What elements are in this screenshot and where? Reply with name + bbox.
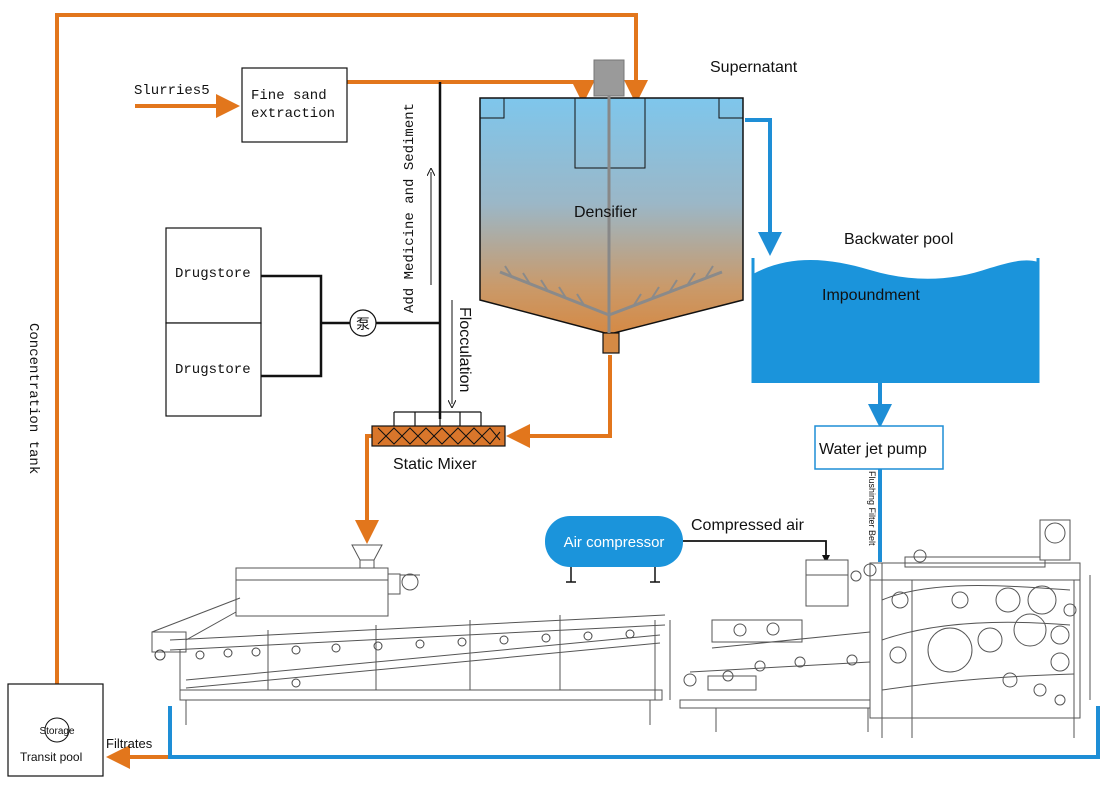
water-jet-pump-label: Water jet pump [819, 441, 927, 458]
supernatant-line [745, 118, 782, 256]
underflow-to-mixer-line [506, 355, 612, 448]
drugstore-box-bottom [165, 322, 262, 417]
belt-filter-press-machine [151, 519, 1091, 738]
backwater-pool-label: Backwater pool [844, 231, 953, 248]
add-medicine-label: Add Medicine and Sediment [402, 103, 418, 313]
air-compressor [545, 516, 683, 583]
extraction-label: extraction [251, 106, 335, 122]
drugstore-box-top [165, 227, 262, 324]
densifier-label: Densifier [574, 204, 638, 221]
drugstore-bottom-label: Drugstore [175, 362, 251, 378]
transit-pool-label: Transit pool [20, 750, 82, 764]
concentration-tank-label: Concentration tank [25, 323, 41, 474]
storage-circle [44, 717, 70, 743]
fine-sand-label: Fine sand [251, 88, 327, 104]
storage-transit-box [7, 683, 104, 777]
filtrates-label: Filtrates [106, 736, 153, 751]
flocculation-label: Flocculation [456, 307, 473, 392]
mixer-to-press-line [355, 434, 379, 544]
supernatant-label: Supernatant [710, 59, 798, 76]
static-mixer [371, 411, 506, 447]
dosing-lines [261, 82, 442, 419]
concentration-return-line [55, 13, 648, 730]
flushing-filter-belt-label: Flushing Filter Belt [867, 471, 877, 546]
water-jet-pump-box [814, 425, 944, 470]
impoundment-label: Impoundment [822, 287, 920, 304]
compressed-air-line [683, 540, 830, 563]
backwater-pool [751, 258, 1040, 383]
filtrate-drain-line [168, 706, 1100, 759]
densifier-tank [479, 59, 744, 354]
slurries-label: Slurries5 [134, 83, 210, 99]
drugstore-top-label: Drugstore [175, 266, 251, 282]
fine-sand-to-densifier-line [347, 80, 595, 104]
pump-symbol-icon [349, 309, 377, 337]
fine-sand-extraction-box [241, 67, 348, 143]
storage-label: Storage [39, 726, 74, 737]
compressed-air-label: Compressed air [691, 517, 805, 534]
static-mixer-label: Static Mixer [393, 456, 477, 473]
air-compressor-label: Air compressor [564, 534, 665, 551]
pump-symbol-label: 泵 [356, 316, 370, 332]
